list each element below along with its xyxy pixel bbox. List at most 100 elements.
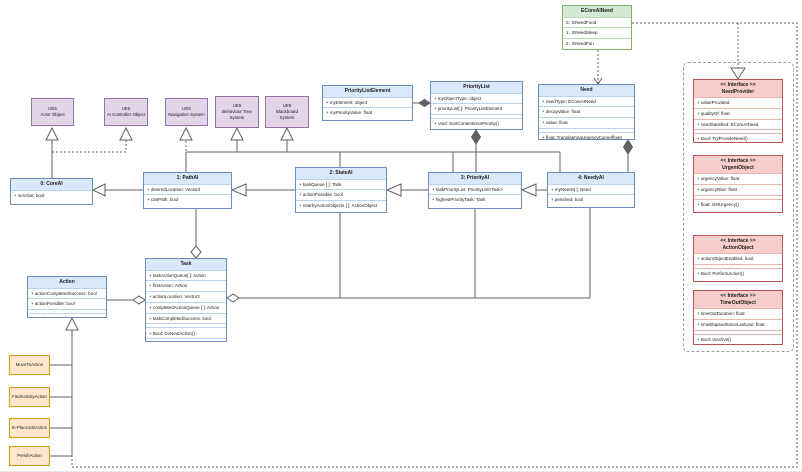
class-member: + urgencyValue: float (694, 173, 782, 184)
class-member: + Bool: DoNextAction() (146, 327, 226, 338)
class-needyai: 4: NeedyAI + myNeeds[ ]: Need+ perished:… (547, 172, 635, 208)
edge-prioritylist-composes-prioritylistelement (413, 98, 431, 108)
edge-priorityai-composes-prioritylist (470, 129, 482, 172)
class-member: + nearbyActionObjects [ ]: ActionObject (296, 200, 386, 211)
class-title-line: Blackboard (276, 109, 298, 115)
class-member: + myElement: object (323, 96, 412, 108)
class-title: ECoreAINeed (563, 6, 631, 17)
class-title-line: PriorityListElement (344, 88, 391, 94)
class-prioritylistelement: PriorityListElement + myElement: object+… (322, 85, 413, 121)
class-action: Action + actionCompletedSuccess: bool+ a… (27, 276, 107, 318)
class-perishaction: PerishAction (9, 446, 50, 466)
class-findactivityaction: FindActivityAction (9, 387, 50, 407)
class-title: Task (146, 259, 226, 270)
class-title-line: Task (180, 261, 192, 267)
class-title-line: PriorityList (463, 84, 490, 90)
class-member: + isActive: bool (11, 189, 92, 201)
class-title: PriorityListElement (323, 86, 412, 97)
class-prioritylist: PriorityList + myObjectType: object+ pri… (430, 81, 523, 130)
class-member: + urgencyRise: float (694, 183, 782, 195)
class-member: + taskQueue [ ]: Task (296, 178, 386, 190)
class-title-line: Behaviour Tree (222, 109, 252, 115)
interface-urgentobject: << Interface >>UrgentObject + urgencyVal… (693, 155, 783, 213)
class-title: 0: CoreAI (11, 179, 92, 190)
edge-ecoreaineed-dependency-need (593, 50, 603, 85)
class-title-line: UE5 (121, 106, 131, 112)
class-member: + float: TranslateViaUrgencyCurve(float) (539, 131, 634, 139)
edge-needyai-composes-need (622, 139, 634, 172)
class-title: << Interface >>NeedProvider (694, 80, 782, 97)
class-title: Action (28, 277, 106, 288)
class-title-line: 0: CoreAI (40, 181, 63, 187)
class-member: + actionPossible: bool (28, 298, 106, 309)
edge-priorityai-inherits-stateai (385, 183, 428, 197)
edge-pathai-inherits-coreai (91, 183, 143, 197)
class-member: + value: float (539, 117, 634, 128)
class-title-line: Navigation System (168, 112, 205, 117)
class-title-line: << Interface >> (720, 82, 756, 88)
edge-stateai-inherits-pathai (230, 183, 295, 197)
section-divider (694, 194, 782, 199)
class-body: + taskQueue [ ]: Task+ actionPossible: b… (296, 178, 386, 211)
class-title-line: 3: PriorityAI (460, 175, 490, 181)
class-member: + Bool: PerformAction() (694, 267, 782, 279)
class-movetoaction: MoveToAction (9, 355, 50, 375)
class-title-line: ActionObject (722, 244, 754, 251)
section-divider (694, 263, 782, 268)
class-title: In-PlaceJobAction (10, 425, 49, 431)
class-member: + highestPriorityTask: Task (429, 194, 521, 205)
class-title-line: Action (59, 279, 75, 285)
class-title: PerishAction (10, 453, 49, 459)
class-member: + needType: ECoreAINeed (539, 95, 634, 107)
class-title-line: UE5 (182, 106, 191, 112)
class-member: + Void: SortContentsViaPriority() (431, 118, 522, 129)
class-title: MoveToAction (10, 362, 49, 368)
edge-task-aggregates-action (107, 295, 146, 305)
class-body: + taskActionQueue[ ]: Action+ firstActio… (146, 269, 226, 342)
class-member: + qualityOf: float (694, 107, 782, 119)
class-title-line: << Interface >> (720, 293, 756, 299)
class-title-line: NeedProvider (721, 88, 755, 95)
class-title-line: In-PlaceJobAction (11, 425, 48, 431)
class-member: + actionObjectEnabled: bool (694, 253, 782, 264)
class-title-line: 2: StateAI (329, 170, 353, 176)
class-title-line: Actor Object (40, 112, 65, 117)
edge-subactions-inherit-action (50, 316, 79, 457)
class-title-line: << Interface >> (720, 158, 756, 164)
class-member: + actionLocation: Vector3 (146, 291, 226, 302)
class-member: + priorityList[ ]: PriorityListElement (431, 103, 522, 114)
class-stateai: 2: StateAI + taskQueue [ ]: Task+ action… (295, 167, 387, 213)
class-body: + myObjectType: object+ priorityList[ ]:… (431, 92, 522, 129)
class-task: Task + taskActionQueue[ ]: Action+ first… (145, 258, 227, 342)
class-member: + actionCompletedSuccess: bool (28, 287, 106, 299)
class-member: 2: ENeedFun (563, 38, 631, 49)
section-divider (431, 114, 522, 118)
interface-needprovider: << Interface >>NeedProvider + valueProvi… (693, 79, 783, 143)
class-member: + taskActionQueue[ ]: Action (146, 269, 226, 281)
class-member: 1: ENeedSleep (563, 27, 631, 38)
class-title-line: PerishAction (17, 453, 42, 459)
class-member: + firstAction: Action (146, 280, 226, 291)
edge-ecoreaineed-dependency-loop (71, 22, 798, 468)
class-member: + valueProvided (694, 97, 782, 108)
class-body: + actionCompletedSuccess: bool+ actionPo… (28, 287, 106, 317)
class-body: + myNeeds[ ]: Need+ perished: bool (548, 183, 634, 206)
edge-ai-classes-to-ue5-systems (179, 126, 561, 172)
class-title-line: UrgentObject (722, 164, 754, 171)
class-member: + myPriorityValue: float (323, 107, 412, 118)
class-member: + timeElapsedSinceLastUse: float (694, 318, 782, 330)
class-member: + perished: bool (548, 194, 634, 205)
edge-task-aggregated-by-ais (226, 208, 591, 303)
class-body: + timeOutDuration: float+ timeElapsedSin… (694, 308, 782, 344)
class-title: Need (539, 85, 634, 96)
class-member: 0: ENeedFood (563, 16, 631, 28)
class-title: 2: StateAI (296, 168, 386, 179)
class-title-line: System (229, 114, 245, 120)
class-priorityai: 3: PriorityAI + taskPriorityList: Priori… (428, 172, 522, 209)
